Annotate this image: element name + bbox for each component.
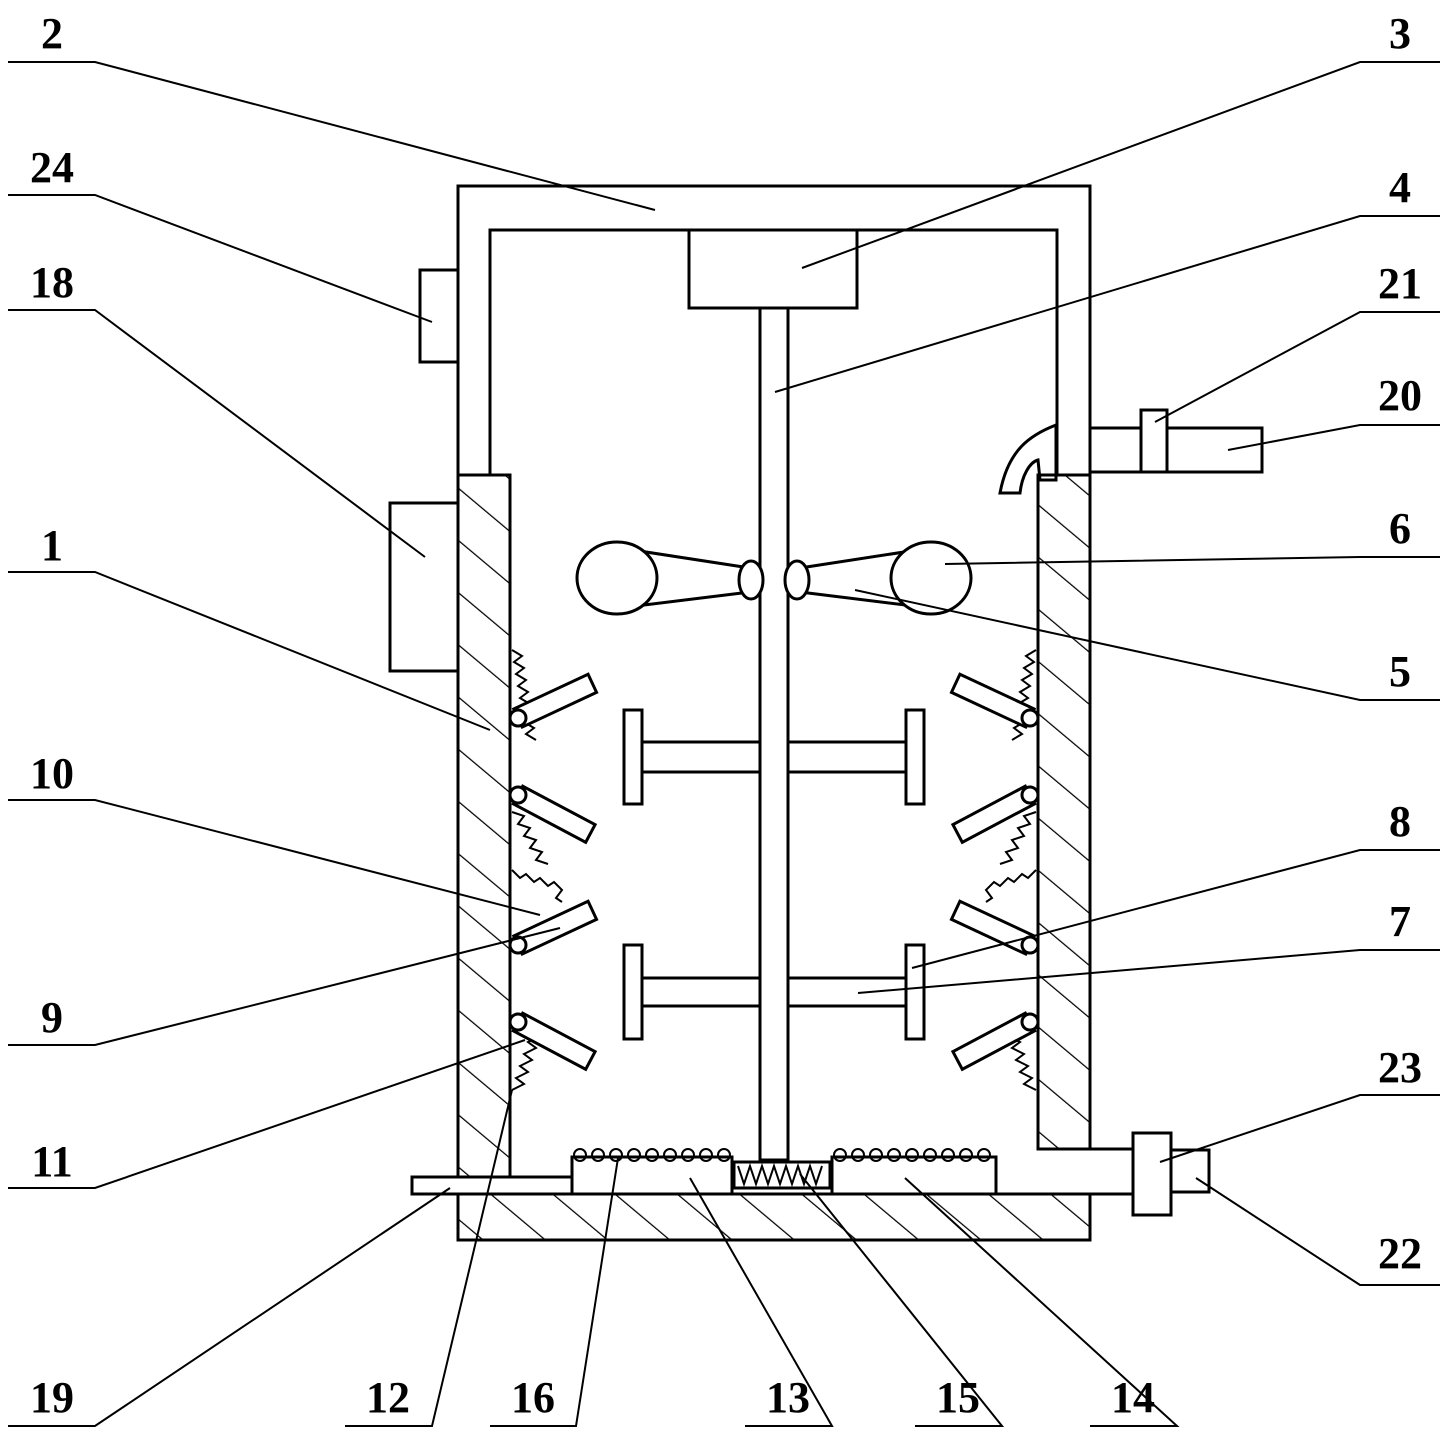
callout-7: 7: [1389, 897, 1411, 946]
callout-10: 10: [30, 749, 74, 798]
callout-12: 12: [366, 1373, 410, 1422]
callout-labels: 2 3 24 4 18 21 20 1 6 5 10 8 7 9 11 23 2…: [30, 9, 1422, 1422]
upper-paddle: [622, 708, 926, 806]
callout-18: 18: [30, 258, 74, 307]
callout-9: 9: [41, 993, 63, 1042]
lower-paddle: [622, 943, 926, 1041]
callout-6: 6: [1389, 504, 1411, 553]
control-box: [418, 268, 460, 364]
right-wall: [1036, 473, 1092, 1151]
ball-stirrer: [575, 540, 973, 616]
callout-24: 24: [30, 143, 74, 192]
callout-14: 14: [1111, 1373, 1155, 1422]
callout-19: 19: [30, 1373, 74, 1422]
right-baffles: [949, 649, 1040, 1091]
callout-3: 3: [1389, 9, 1411, 58]
callout-11: 11: [31, 1137, 73, 1186]
bottom-assembly: [410, 1148, 998, 1196]
callout-8: 8: [1389, 797, 1411, 846]
callout-16: 16: [511, 1373, 555, 1422]
callout-23: 23: [1378, 1043, 1422, 1092]
callout-20: 20: [1378, 371, 1422, 420]
callout-22: 22: [1378, 1229, 1422, 1278]
shaft: [758, 306, 790, 1162]
base-plate: [456, 1192, 1092, 1242]
callout-1: 1: [41, 521, 63, 570]
callout-5: 5: [1389, 647, 1411, 696]
callout-21: 21: [1378, 259, 1422, 308]
callout-4: 4: [1389, 163, 1411, 212]
inlet-pipe: [998, 408, 1264, 495]
left-wall: [456, 473, 512, 1181]
callout-15: 15: [936, 1373, 980, 1422]
motor: [687, 228, 859, 310]
leader-lines: [8, 61, 1440, 1427]
side-panel: [388, 501, 460, 673]
callout-2: 2: [41, 9, 63, 58]
callout-13: 13: [766, 1373, 810, 1422]
left-baffles: [508, 649, 599, 1091]
